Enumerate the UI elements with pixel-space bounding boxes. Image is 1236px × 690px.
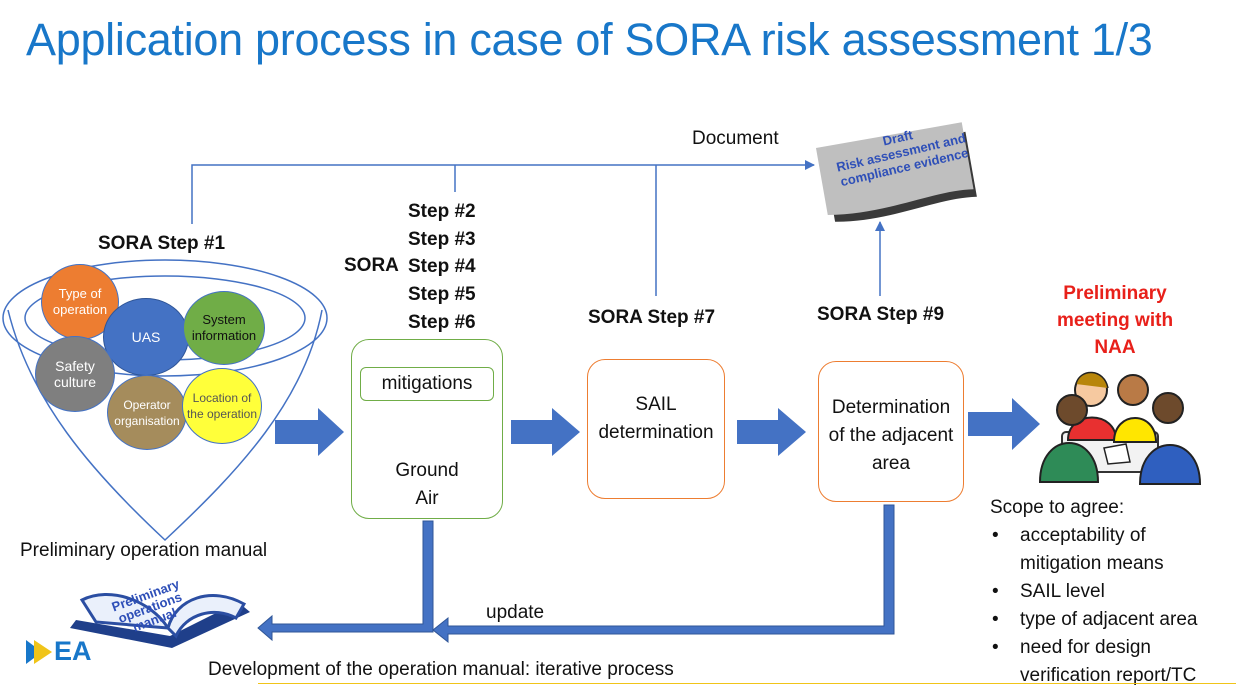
step-3: Step #3 — [408, 228, 476, 250]
document-flow-line — [191, 160, 815, 224]
step-2: Step #2 — [408, 201, 476, 222]
footer-caption: Development of the operation manual: ite… — [208, 659, 674, 680]
circle-system-information: System information — [183, 291, 265, 365]
arrow-funnel-to-mitigations — [275, 408, 344, 456]
naa-line-3: NAA — [1094, 337, 1136, 358]
scope-item: type of adjacent area — [990, 606, 1197, 634]
scope-heading: Scope to agree: — [990, 497, 1125, 518]
mitigations-box: mitigations Ground Air — [351, 339, 503, 519]
sail-determination-box: SAIL determination — [587, 359, 725, 499]
adjacent-area-box: Determination of the adjacent area — [818, 361, 964, 502]
scope-item: SAIL level — [990, 578, 1197, 606]
sail-line-1: SAIL — [635, 394, 677, 415]
naa-line-2: meeting with — [1056, 310, 1174, 331]
update-arrow-from-adjacent — [432, 504, 895, 644]
sora-step9-label: SORA Step #9 — [817, 304, 945, 325]
sora-step7-label: SORA Step #7 — [588, 307, 716, 328]
circle-location: Location of the operation — [182, 368, 262, 444]
easa-logo-text: EA — [54, 636, 92, 666]
step-4: Step #4 — [408, 256, 476, 278]
draft-document-shape — [815, 122, 977, 222]
circle-safety-culture: Safety culture — [35, 336, 115, 412]
sora-steps-prefix: SORA — [344, 255, 399, 276]
meeting-illustration — [1038, 371, 1202, 485]
sora-steps-2-6: Step #2 Step #3 Step #4 Step #5 Step #6 — [408, 198, 476, 337]
sora-step1-label: SORA Step #1 — [98, 233, 226, 254]
adjacent-line-2: of the adjacent — [828, 425, 954, 446]
mitigations-air: Air — [415, 488, 439, 509]
funnel-top-ellipse-outer — [2, 259, 328, 377]
circle-uas: UAS — [103, 298, 189, 376]
adjacent-line-3: area — [871, 453, 911, 474]
page-title: Application process in case of SORA risk… — [26, 14, 1153, 65]
book-shape — [70, 593, 250, 648]
document-label: Document — [692, 128, 779, 149]
circle-operator-organisation: Operator organisation — [107, 375, 187, 450]
arrow-adjacent-to-naa — [968, 398, 1040, 450]
step-6: Step #6 — [408, 311, 476, 333]
mitigations-ground: Ground — [395, 460, 459, 481]
preliminary-operation-manual-label: Preliminary operation manual — [20, 540, 268, 561]
adjacent-line-1: Determination — [831, 397, 951, 418]
arrow-sail-to-adjacent — [737, 408, 806, 456]
easa-logo-mark — [26, 640, 52, 664]
mitigations-inner-box: mitigations — [360, 367, 494, 401]
naa-line-1: Preliminary — [1063, 283, 1167, 304]
update-label: update — [486, 602, 545, 623]
step-5: Step #5 — [408, 284, 476, 306]
scope-to-agree: Scope to agree: acceptability ofmitigati… — [990, 494, 1197, 690]
update-arrow-from-mitigations — [257, 520, 434, 642]
arrow-mitigations-to-sail — [511, 408, 580, 456]
naa-meeting-label: Preliminary meeting with NAA — [1010, 280, 1220, 361]
sail-line-2: determination — [598, 422, 714, 443]
